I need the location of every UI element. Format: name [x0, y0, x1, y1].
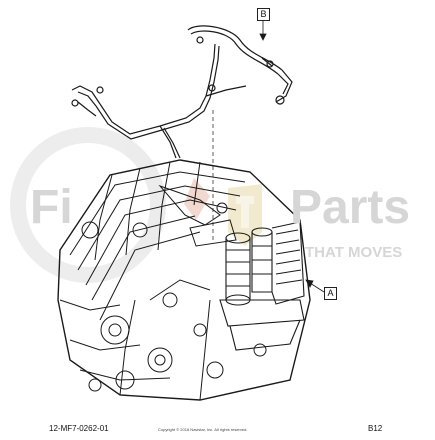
watermark-brand-left: Fi	[30, 181, 73, 234]
watermark-brand-right: Parts	[290, 181, 411, 234]
callout-b-leader	[259, 20, 267, 41]
watermark-tagline: THAT MOVES	[305, 244, 403, 261]
callout-a-leader	[305, 279, 325, 293]
engine-block	[57, 159, 311, 401]
callout-label-a: A	[324, 287, 337, 300]
callout-label-b: B	[257, 8, 270, 21]
hose-assembly	[71, 25, 293, 159]
drawing-id: 12-MF7-0262-01	[49, 424, 109, 433]
oil-filter-housing	[219, 221, 305, 351]
copyright-notice: Copyright © 2016 Navistar, Inc. All righ…	[158, 427, 248, 432]
page-reference: B12	[368, 424, 383, 433]
